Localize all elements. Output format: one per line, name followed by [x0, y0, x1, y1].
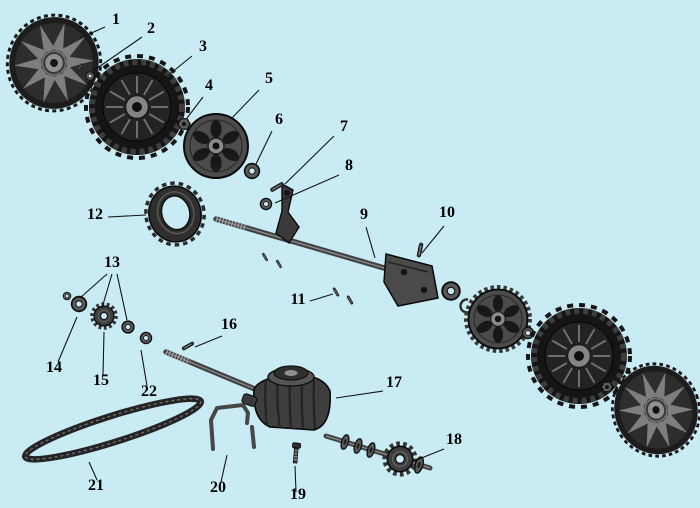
callout-22: 22: [141, 383, 157, 400]
part-washer: [139, 331, 153, 345]
callout-21: 21: [88, 477, 104, 494]
part-drive-hub: [183, 113, 249, 179]
callout-11: 11: [290, 291, 305, 308]
part-pivot-arm: [275, 182, 300, 245]
callout-20: 20: [210, 479, 226, 496]
part-ring: [259, 197, 273, 211]
callout-13: 13: [104, 254, 120, 271]
part-small-washer: [62, 291, 72, 301]
part-large-washer: [441, 281, 461, 301]
callout-6: 6: [275, 111, 283, 128]
part-washer: [121, 320, 135, 334]
callout-19: 19: [290, 486, 306, 503]
part-gearbox: [241, 365, 331, 431]
part-height-rod: [209, 403, 256, 451]
callout-4: 4: [205, 77, 213, 94]
part-washer: [70, 295, 88, 313]
callout-15: 15: [93, 372, 109, 389]
part-mount-bracket: [383, 253, 439, 307]
callout-14: 14: [46, 359, 62, 376]
callout-7: 7: [340, 118, 348, 135]
part-upper-axle-shaft: [213, 216, 418, 280]
callout-12: 12: [87, 206, 103, 223]
part-bolt: [292, 442, 302, 464]
callout-5: 5: [265, 70, 273, 87]
callout-18: 18: [446, 431, 462, 448]
part-small-washer: [85, 71, 95, 81]
callout-8: 8: [345, 157, 353, 174]
part-washer: [243, 162, 261, 180]
callout-16: 16: [221, 316, 237, 333]
callout-10: 10: [439, 204, 455, 221]
part-hub-nut: [177, 118, 191, 130]
part-sprocket-hub: [464, 285, 532, 353]
part-drive-belt: [21, 395, 205, 463]
leader-lines: [57, 26, 445, 493]
part-hub-nut: [600, 381, 614, 393]
callout-17: 17: [386, 374, 402, 391]
callout-9: 9: [360, 206, 368, 223]
callout-labels: 1 2 3 4 5 6 7 8 9 10 11 12 13 14 15 16 1…: [46, 11, 462, 503]
callout-3: 3: [199, 38, 207, 55]
part-cam-ring: [144, 181, 206, 247]
callout-1: 1: [112, 11, 120, 28]
callout-2: 2: [147, 20, 155, 37]
